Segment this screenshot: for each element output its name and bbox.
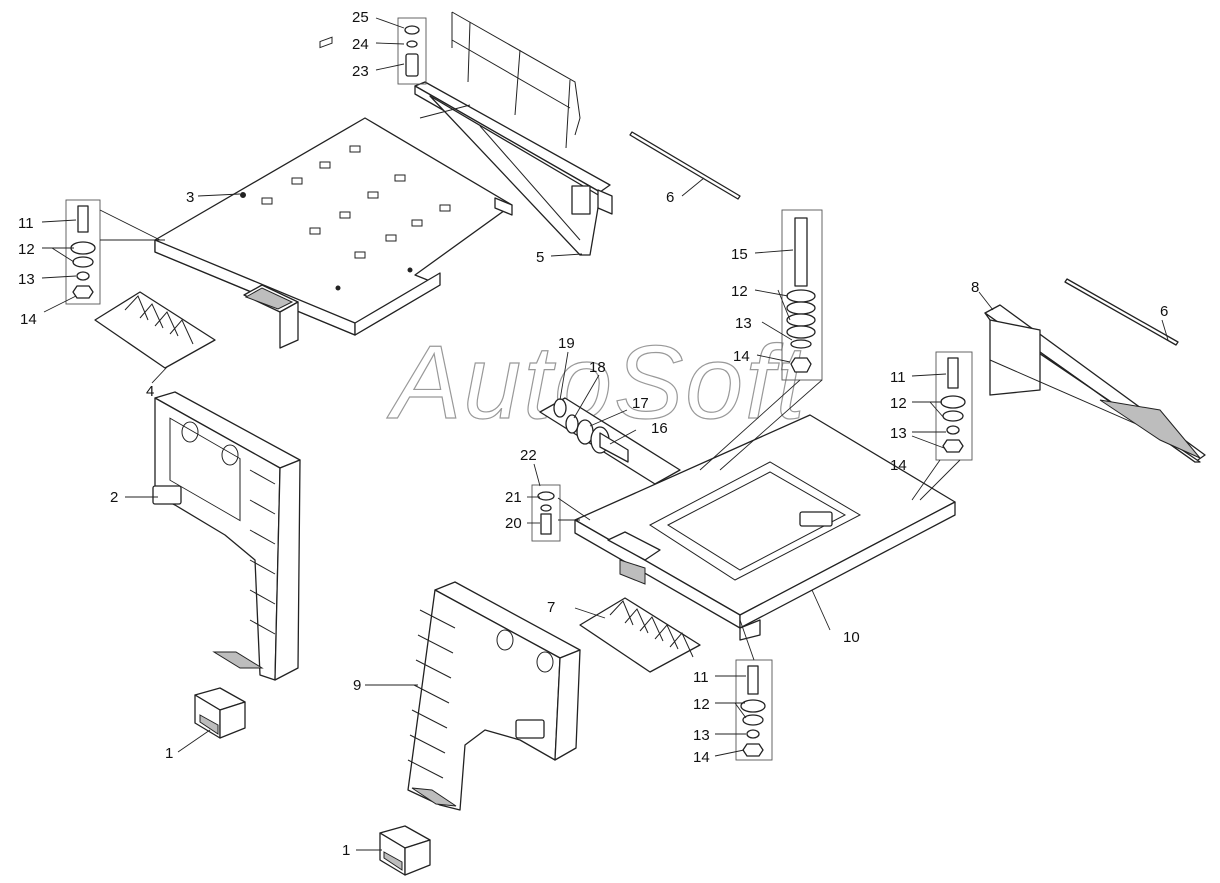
right-platform-part-10 xyxy=(574,414,956,641)
callout-24: 24 xyxy=(352,36,369,53)
callout-18: 18 xyxy=(589,359,606,376)
fastener-kit-bottom-11-14 xyxy=(735,659,773,761)
callout-11-right: 11 xyxy=(890,369,906,386)
callout-6-upper: 6 xyxy=(666,189,674,206)
callout-1-upper: 1 xyxy=(165,745,173,762)
callout-14-bottom: 14 xyxy=(693,749,710,766)
handrail-bracket-part-5 xyxy=(414,11,613,256)
step-part-1-lower xyxy=(379,825,431,876)
fastener-kit-right-11-14 xyxy=(935,351,973,461)
callout-20: 20 xyxy=(505,515,522,532)
callout-9: 9 xyxy=(353,677,361,694)
pivot-fastener-group xyxy=(539,397,681,485)
left-ladder-panel-part-2 xyxy=(152,391,301,681)
callout-17: 17 xyxy=(632,395,649,412)
callout-12-bottom: 12 xyxy=(693,696,710,713)
callout-5: 5 xyxy=(536,249,544,266)
callout-22: 22 xyxy=(520,447,537,464)
callout-12-right: 12 xyxy=(890,395,907,412)
callout-13-left: 13 xyxy=(18,271,35,288)
left-platform-part-3 xyxy=(154,36,513,349)
step-part-1-upper xyxy=(194,687,246,739)
callout-11-left: 11 xyxy=(18,215,34,232)
callout-2: 2 xyxy=(110,489,118,506)
callout-23: 23 xyxy=(352,63,369,80)
fastener-kit-23-25 xyxy=(397,17,427,85)
callout-25: 25 xyxy=(352,9,369,26)
callout-21: 21 xyxy=(505,489,522,506)
callout-8: 8 xyxy=(971,279,979,296)
right-ladder-panel-part-9 xyxy=(407,581,581,811)
callout-11-bottom: 11 xyxy=(693,669,709,686)
right-bracket-part-8 xyxy=(984,304,1206,463)
callout-13-center: 13 xyxy=(735,315,752,332)
callout-14-right: 14 xyxy=(890,457,907,474)
fastener-kit-20-22 xyxy=(531,484,561,542)
callout-12-center: 12 xyxy=(731,283,748,300)
callout-6-right: 6 xyxy=(1160,303,1168,320)
callout-13-right: 13 xyxy=(890,425,907,442)
callout-16: 16 xyxy=(651,420,668,437)
leader-lines xyxy=(41,17,1169,851)
tread-plate-part-7 xyxy=(579,597,701,673)
strip-part-6-upper xyxy=(629,131,741,200)
fastener-kit-left-11-14 xyxy=(65,199,101,305)
callout-3: 3 xyxy=(186,189,194,206)
fastener-kit-15 xyxy=(781,209,823,381)
callout-7: 7 xyxy=(547,599,555,616)
tread-plate-part-4 xyxy=(94,291,216,369)
callout-labels: 25 24 23 3 5 6 6 11 12 13 14 4 2 1 1 9 1… xyxy=(18,9,1168,859)
callout-4: 4 xyxy=(146,383,154,400)
callout-14-center: 14 xyxy=(733,348,750,365)
callout-14-left: 14 xyxy=(20,311,37,328)
callout-1-lower: 1 xyxy=(342,842,350,859)
callout-19: 19 xyxy=(558,335,575,352)
strip-part-6-right xyxy=(1064,278,1179,346)
callout-12-left: 12 xyxy=(18,241,35,258)
callout-10: 10 xyxy=(843,629,860,646)
callout-13-bottom: 13 xyxy=(693,727,710,744)
callout-15: 15 xyxy=(731,246,748,263)
